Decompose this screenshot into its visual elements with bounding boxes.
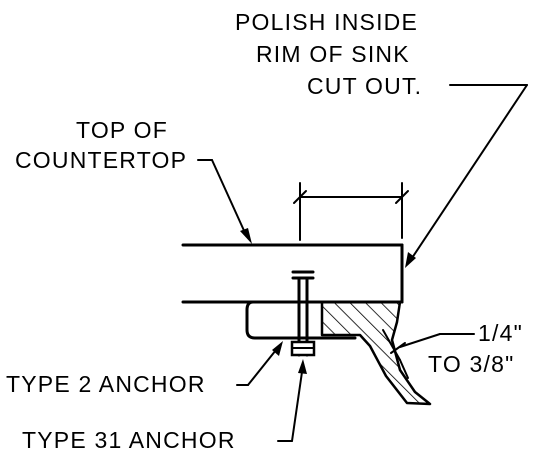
type-2-anchor-leader [236,341,283,386]
type-31-anchor-bolt [290,270,316,357]
type-2-anchor-clip [245,300,357,340]
gap-dimension-leader [382,329,475,379]
polish-note-line-1: POLISH INSIDE [235,9,418,35]
polish-note-line-2: RIM OF SINK [256,41,410,67]
type-2-anchor-label: TYPE 2 ANCHOR [6,371,206,397]
sink-rim-section [320,300,432,406]
top-note-line-2: COUNTERTOP [15,147,187,173]
top-note-line-1: TOP OF [76,117,168,143]
type-31-anchor-leader [277,359,307,442]
polish-note-line-3: CUT OUT. [307,73,422,99]
countertop-slab [181,243,404,304]
dimension-marker [293,182,409,241]
top-of-countertop-leader [197,159,252,244]
gap-note-line-2: TO 3/8" [428,351,514,377]
gap-note-line-1: 1/4" [478,320,523,346]
polish-rim-leader [405,84,528,268]
type-31-anchor-label: TYPE 31 ANCHOR [22,427,236,453]
